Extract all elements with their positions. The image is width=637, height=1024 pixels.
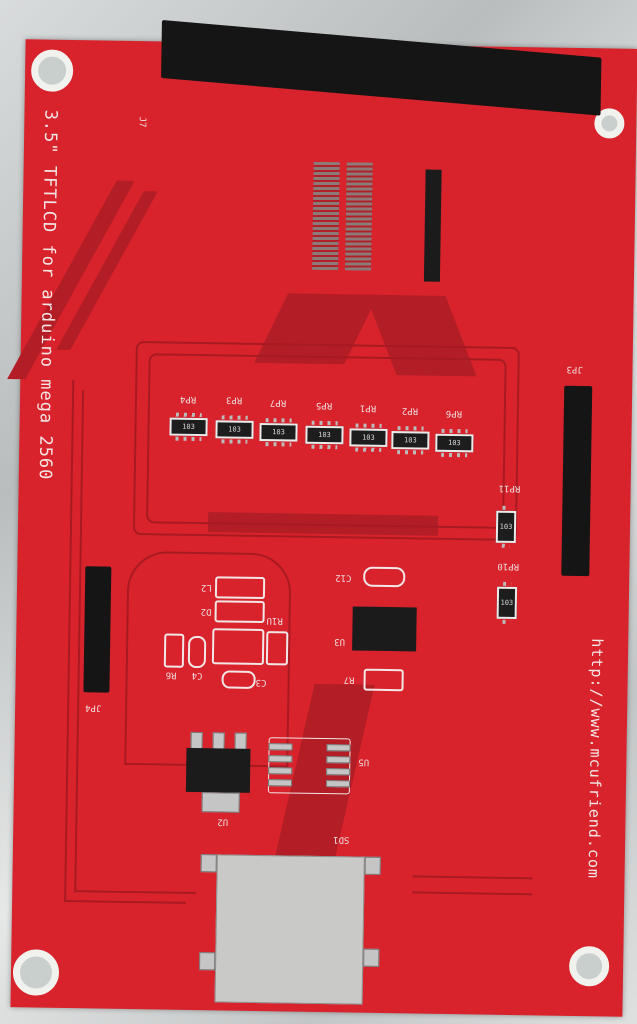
- board-title: 3.5" TFTLCD for arduino mega 2560: [34, 109, 61, 481]
- header-label-j7: J7: [136, 116, 147, 128]
- mounting-hole-top-left: [30, 49, 74, 93]
- mounting-hole-bottom-left: [12, 949, 60, 996]
- lcd-fpc-pads-right: [345, 162, 373, 271]
- mounting-hole-bottom-right: [568, 945, 610, 987]
- trace-bundle-5: [412, 875, 533, 896]
- board-url: http://www.mcufriend.com: [584, 638, 607, 880]
- lcd-connector-strip: [423, 169, 442, 282]
- copper-pour-left: [7, 180, 135, 380]
- pcb-board: J7 3.5" TFTLCD for arduino mega 2560 htt…: [7, 20, 637, 1017]
- main-pin-header: [161, 20, 602, 116]
- lcd-fpc-pads-left: [312, 161, 340, 271]
